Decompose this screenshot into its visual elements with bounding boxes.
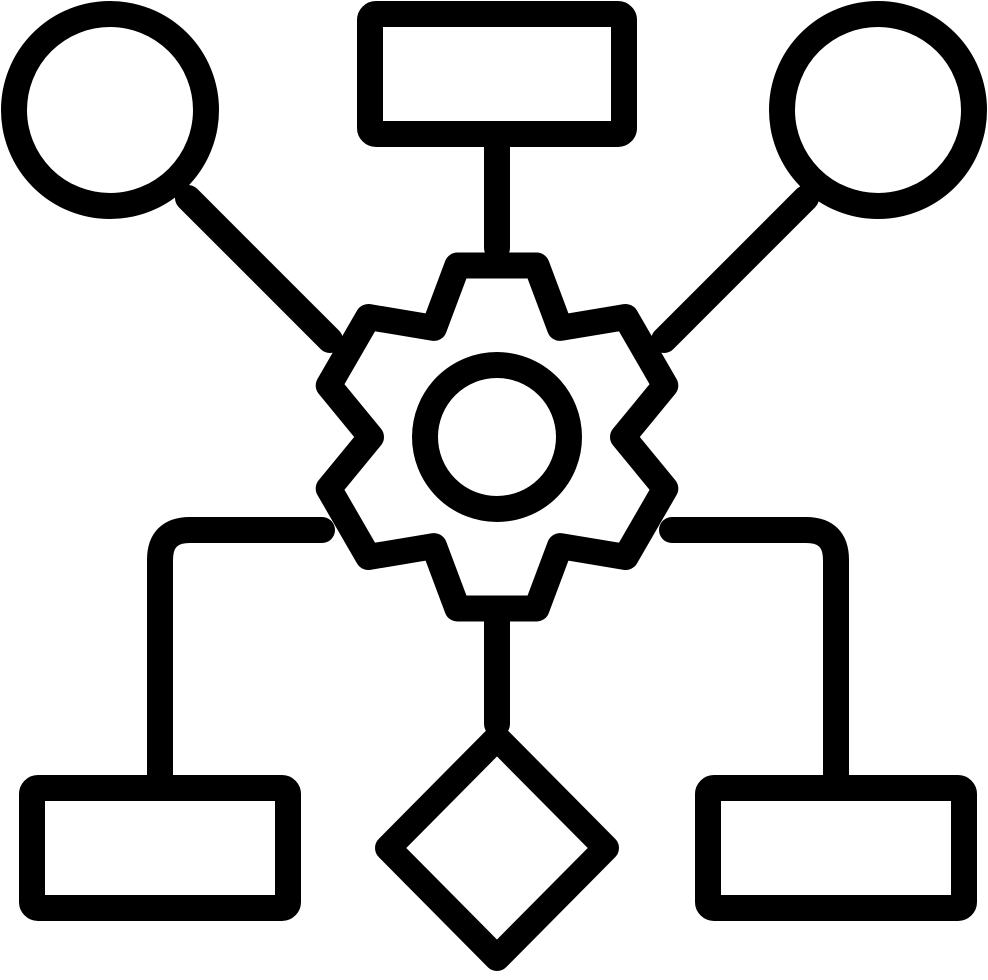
node-rect-bottom-left — [19, 775, 301, 921]
connector-top-right — [651, 185, 819, 353]
connector-bottom-left — [147, 517, 335, 791]
connector-top-left — [175, 185, 343, 353]
node-rect-bottom-right — [695, 775, 977, 921]
gear-icon — [315, 252, 679, 622]
node-diamond-bottom — [375, 725, 619, 971]
node-rect-top — [357, 1, 637, 147]
node-circle-top-right — [769, 1, 987, 219]
connector-bottom-right — [659, 517, 849, 791]
gear-hub — [412, 352, 582, 522]
node-circle-top-left — [1, 1, 219, 219]
